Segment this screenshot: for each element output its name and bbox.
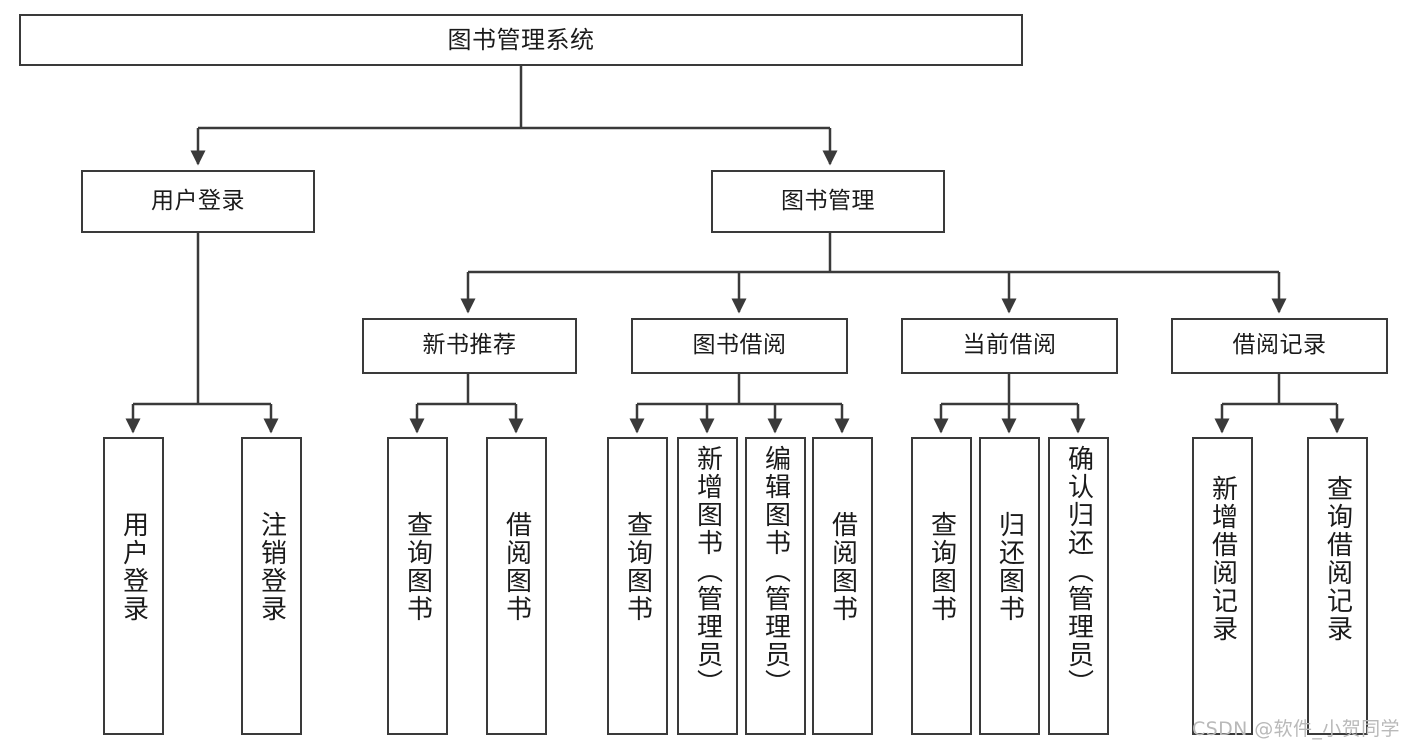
node-label: 查询借阅记录 (1322, 475, 1353, 643)
node-root-book-management-system[interactable]: 图书管理系统 (19, 14, 1023, 66)
node-label: 查询图书 (926, 511, 957, 623)
node-label: 归还图书 (994, 511, 1025, 623)
leaf-borrow-book[interactable]: 借阅图书 (812, 437, 873, 735)
node-book-borrow[interactable]: 图书借阅 (631, 318, 848, 374)
node-label: 查询图书 (622, 511, 653, 623)
leaf-confirm-return-admin[interactable]: 确认归还（管理员） (1048, 437, 1109, 735)
leaf-add-book-admin[interactable]: 新增图书（管理员） (677, 437, 738, 735)
leaf-borrow-book-recommend[interactable]: 借阅图书 (486, 437, 547, 735)
node-label: 借阅记录 (1232, 332, 1327, 359)
leaf-query-book-borrow[interactable]: 查询图书 (607, 437, 668, 735)
node-label: 注销登录 (256, 511, 287, 623)
node-label: 用户登录 (151, 187, 245, 214)
node-label: 图书管理 (781, 187, 875, 214)
node-label: 借阅图书 (827, 511, 858, 623)
node-label: 编辑图书（管理员） (760, 445, 791, 697)
leaf-user-login[interactable]: 用户登录 (103, 437, 164, 735)
leaf-return-book[interactable]: 归还图书 (979, 437, 1040, 735)
node-label: 查询图书 (402, 511, 433, 623)
node-label: 借阅图书 (501, 511, 532, 623)
node-user-login[interactable]: 用户登录 (81, 170, 315, 233)
leaf-user-logout[interactable]: 注销登录 (241, 437, 302, 735)
node-new-book-recommend[interactable]: 新书推荐 (362, 318, 577, 374)
node-label: 图书借阅 (692, 332, 787, 359)
leaf-query-book-recommend[interactable]: 查询图书 (387, 437, 448, 735)
leaf-edit-book-admin[interactable]: 编辑图书（管理员） (745, 437, 806, 735)
csdn-watermark: CSDN @软件_小贺同学 (1192, 718, 1400, 740)
node-book-management[interactable]: 图书管理 (711, 170, 945, 233)
node-label: 新增图书（管理员） (692, 445, 723, 697)
node-current-borrow[interactable]: 当前借阅 (901, 318, 1118, 374)
node-label: 确认归还（管理员） (1063, 445, 1094, 697)
node-label: 新增借阅记录 (1207, 475, 1238, 643)
leaf-query-borrow-record[interactable]: 查询借阅记录 (1307, 437, 1368, 735)
node-label: 用户登录 (118, 511, 149, 623)
node-label: 新书推荐 (422, 332, 517, 359)
leaf-add-borrow-record[interactable]: 新增借阅记录 (1192, 437, 1253, 735)
node-label: 图书管理系统 (447, 25, 595, 54)
node-label: 当前借阅 (962, 332, 1057, 359)
leaf-query-book-current[interactable]: 查询图书 (911, 437, 972, 735)
node-borrow-record[interactable]: 借阅记录 (1171, 318, 1388, 374)
